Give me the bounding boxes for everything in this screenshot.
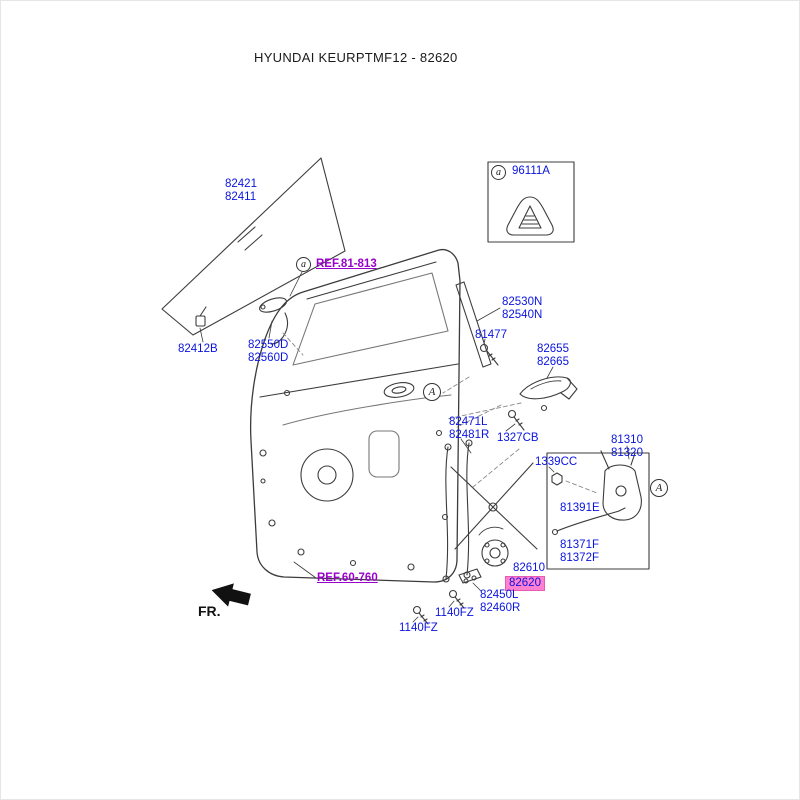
motor-drawing — [481, 539, 509, 567]
part-label-latch[interactable]: 81310 81320 — [611, 434, 643, 459]
part-label-bolt-1140fz-a[interactable]: 1140FZ — [435, 607, 474, 619]
bolt-1327cb-drawing — [505, 409, 525, 432]
emblem-box-drawing — [487, 161, 575, 243]
part-label-clip[interactable]: 82412B — [178, 343, 218, 355]
part-label-nut-1339cc[interactable]: 1339CC — [535, 456, 578, 468]
part-label-regulator[interactable]: 82471L 82481R — [449, 416, 490, 441]
outer-handle-drawing — [519, 366, 578, 412]
ref-60-760-leader — [293, 561, 317, 579]
highlighted-part-82620[interactable]: 82620 — [505, 576, 545, 591]
callout-A-door: A — [423, 383, 441, 401]
dashed-leaders — [282, 332, 598, 494]
part-label-inner-handle[interactable]: 82550D 82560D — [248, 339, 289, 364]
inner-handle-drawing — [259, 271, 303, 345]
fr-arrow — [211, 583, 251, 607]
part-label-bracket[interactable]: 82450L 82460R — [480, 589, 521, 614]
part-label-bolt-1140fz-b[interactable]: 1140FZ — [399, 622, 438, 634]
page-title: HYUNDAI KEURPTMF12 - 82620 — [254, 50, 458, 65]
regulator-drawing — [442, 438, 538, 583]
nut-1339cc-drawing — [548, 466, 563, 486]
part-label-latch-sub[interactable]: 81371F 81372F — [560, 539, 600, 564]
part-label-glass[interactable]: 82421 82411 — [225, 178, 257, 203]
callout-a-emblem: a — [491, 165, 506, 180]
bolt-1140fz-drawing — [412, 589, 465, 625]
bracket-drawing — [458, 568, 482, 592]
clip-drawing — [195, 306, 207, 343]
part-label-emblem[interactable]: 96111A — [512, 165, 550, 177]
part-label-screw-81477[interactable]: 81477 — [475, 329, 507, 341]
part-label-bolt-1327cb[interactable]: 1327CB — [497, 432, 539, 444]
callout-a-handle: a — [296, 257, 311, 272]
ref-link-81-813[interactable]: REF.81-813 — [316, 258, 377, 270]
part-label-glass-run[interactable]: 82530N 82540N — [502, 296, 543, 321]
part-label-cable[interactable]: 81391E — [560, 502, 600, 514]
glass-drawing — [161, 157, 346, 336]
fr-indicator: FR. — [198, 603, 221, 619]
part-label-motor[interactable]: 82610 — [513, 562, 545, 574]
screw-81477-drawing — [479, 338, 499, 366]
glass-run-drawing — [455, 281, 501, 368]
part-label-outer-handle[interactable]: 82655 82665 — [537, 343, 569, 368]
door-panel-drawing — [249, 248, 461, 583]
latch-box-drawing — [546, 445, 650, 570]
callout-A-latch: A — [650, 479, 668, 497]
ref-link-60-760[interactable]: REF.60-760 — [317, 572, 378, 584]
